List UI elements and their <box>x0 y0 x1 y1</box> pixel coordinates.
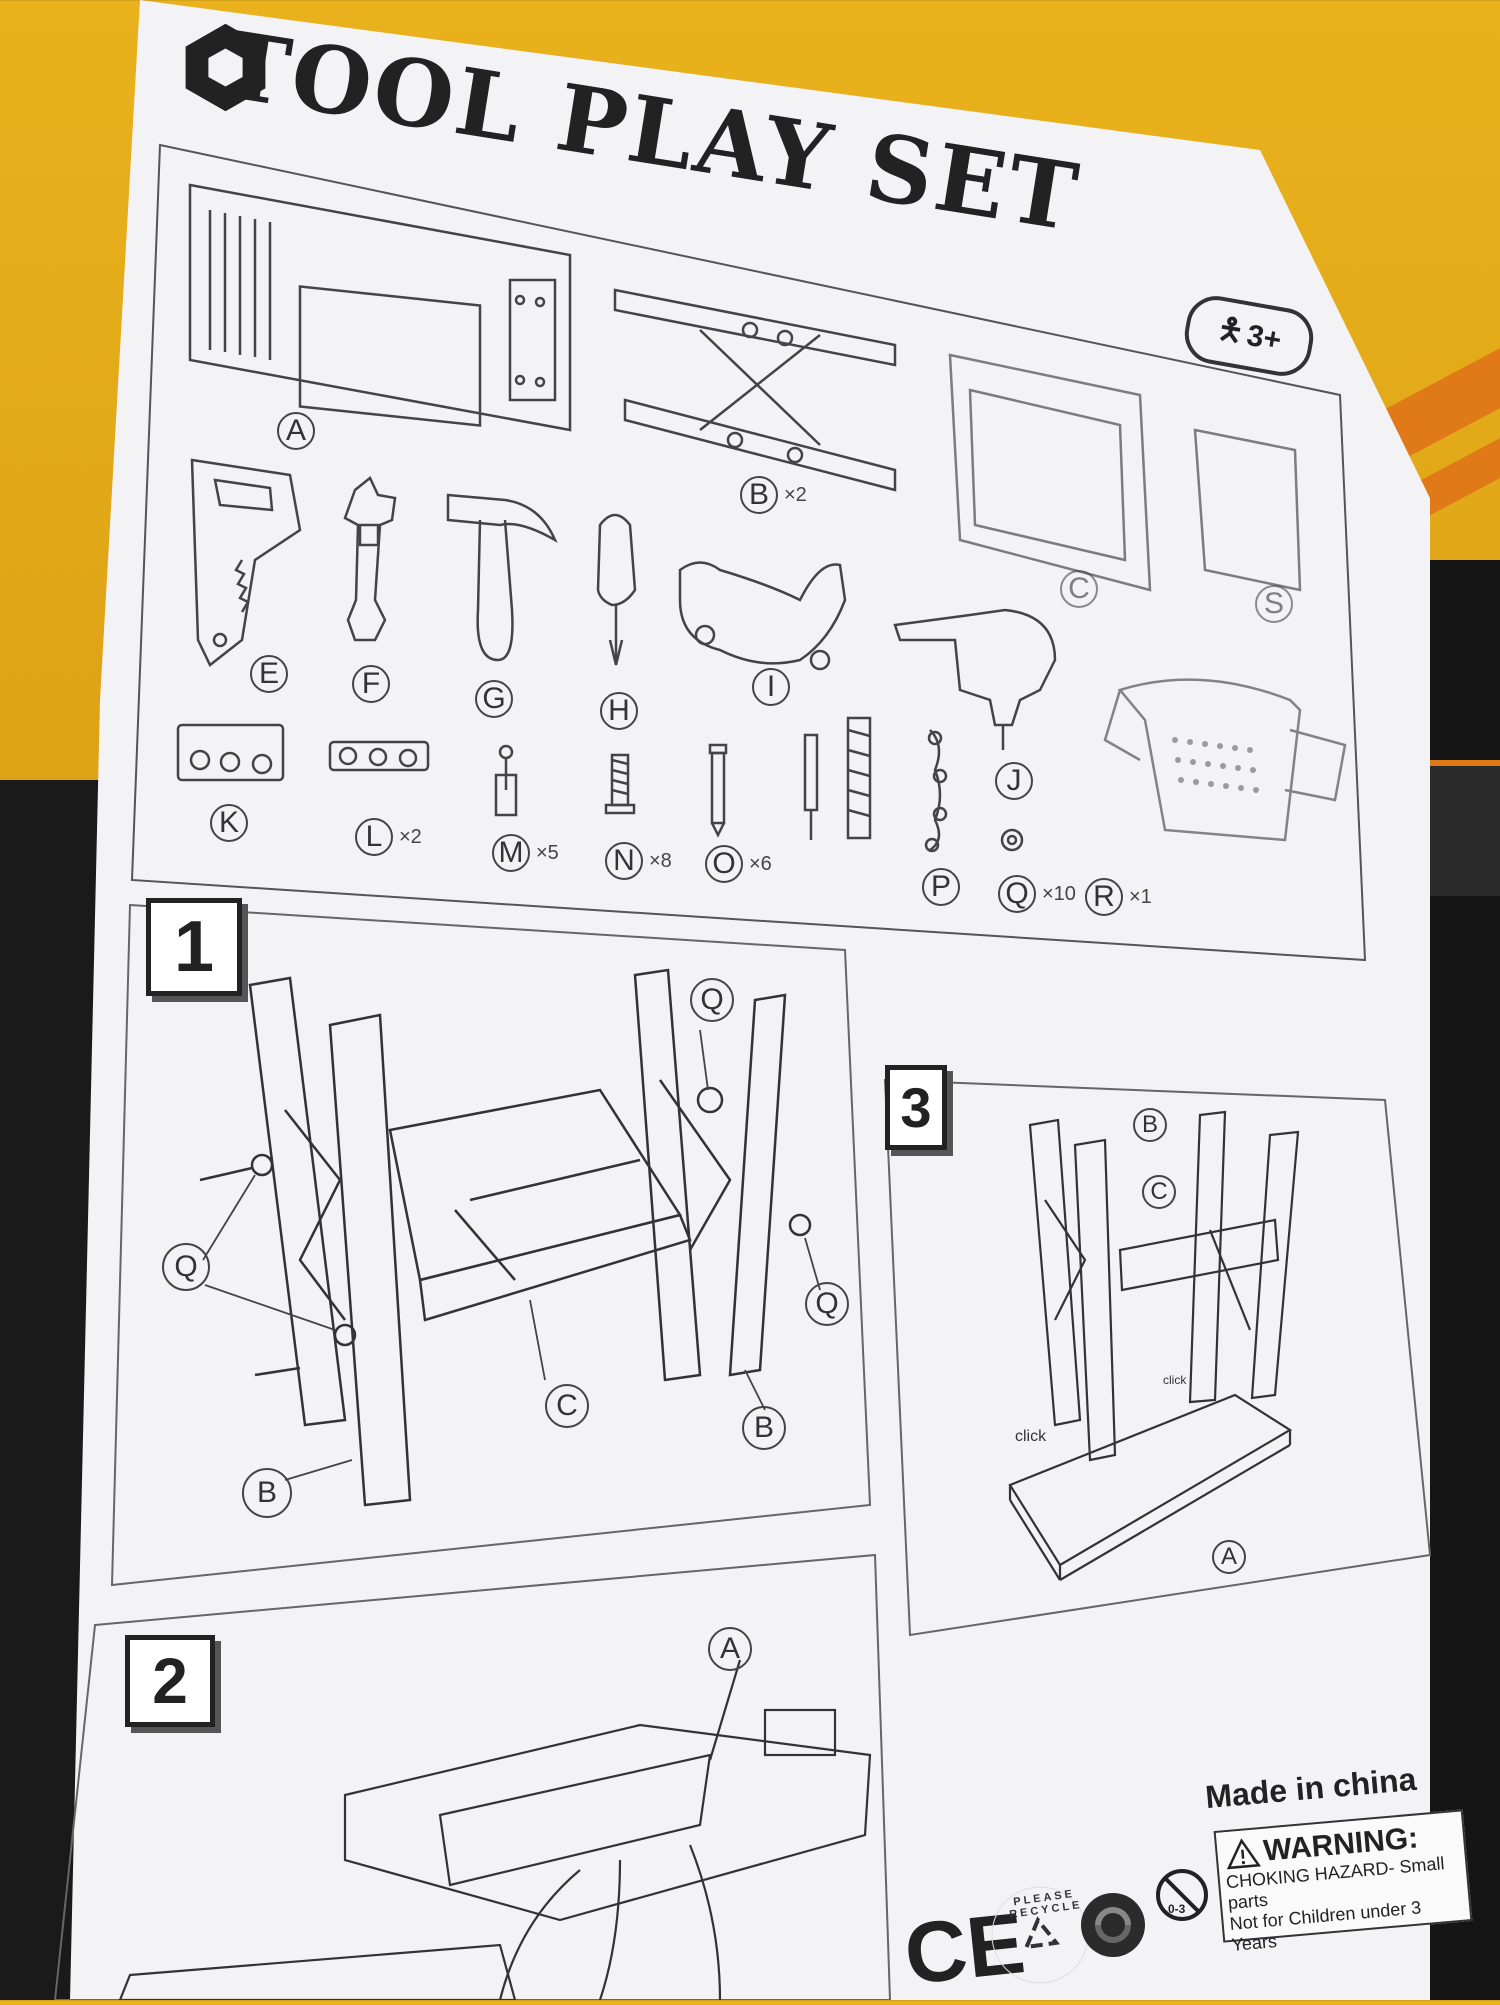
part-label-c: C <box>1060 570 1098 608</box>
part-label-e: E <box>250 655 288 693</box>
part-label-l: L×2 <box>355 818 422 856</box>
step1-callout-q: Q <box>805 1282 849 1326</box>
part-label-j: J <box>995 762 1033 800</box>
part-label-o: O×6 <box>705 845 772 883</box>
step1-callout-c: C <box>545 1384 589 1428</box>
part-label-s: S <box>1255 585 1293 623</box>
instruction-sheet <box>70 0 1430 2000</box>
part-label-p: P <box>922 868 960 906</box>
step1-callout-b: B <box>742 1406 786 1450</box>
step1-callout-q: Q <box>690 978 734 1022</box>
step2-callout-a: A <box>708 1627 752 1671</box>
part-label-b: B×2 <box>740 476 807 514</box>
part-label-f: F <box>352 665 390 703</box>
part-label-i: I <box>752 668 790 706</box>
warning-triangle-icon <box>1226 1838 1261 1870</box>
part-label-m: M×5 <box>492 834 559 872</box>
hex-nut-icon <box>185 23 266 112</box>
step3-callout-c: C <box>1142 1175 1176 1209</box>
step1-callout-q: Q <box>162 1243 210 1291</box>
part-label-q: Q×10 <box>998 875 1076 913</box>
part-label-n: N×8 <box>605 842 672 880</box>
warning-box: WARNING: CHOKING HAZARD- Small parts Not… <box>1213 1809 1473 1955</box>
click-label: click <box>1015 1428 1047 1445</box>
part-label-h: H <box>600 692 638 730</box>
part-label-g: G <box>475 680 513 718</box>
age-icon-label: 0-3 <box>1168 1902 1186 1916</box>
step3-callout-b: B <box>1133 1108 1167 1142</box>
step-number-2: 2 <box>125 1635 215 1727</box>
step3-callout-a: A <box>1212 1540 1246 1574</box>
click-label: click <box>1163 1373 1187 1387</box>
part-label-k: K <box>210 804 248 842</box>
part-label-r: R×1 <box>1085 878 1152 916</box>
step-number-1: 1 <box>146 898 242 996</box>
step1-callout-b: B <box>242 1468 292 1518</box>
part-label-a: A <box>277 412 315 450</box>
step-number-3: 3 <box>885 1065 947 1150</box>
